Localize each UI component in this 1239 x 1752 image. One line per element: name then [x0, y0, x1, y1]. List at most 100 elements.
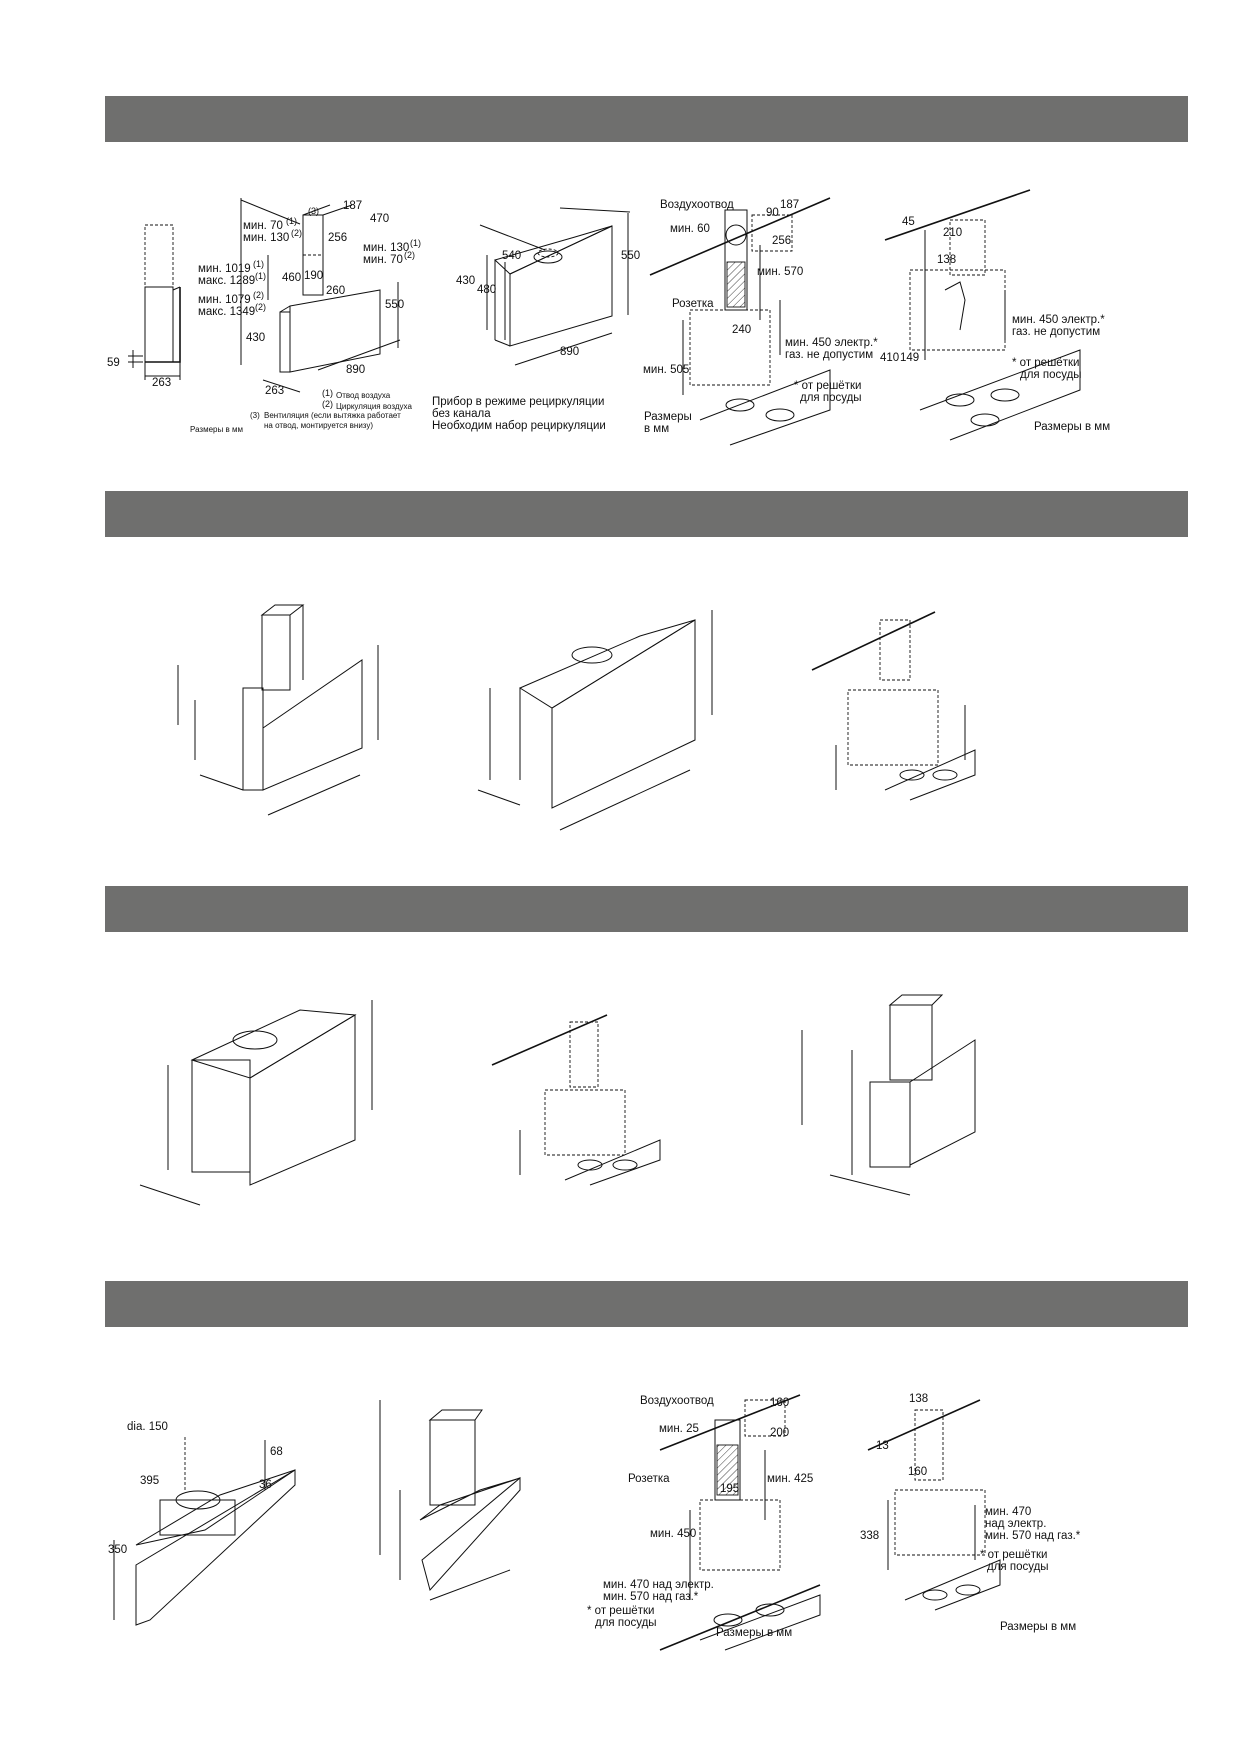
sup-1c: (1)	[255, 271, 266, 281]
dim-160: 160	[770, 1397, 789, 1409]
sup-1a: (1)	[286, 216, 297, 226]
bracket-mounting-drawing: 45 210 138 мин. 450 электр.* газ. не доп…	[880, 189, 1110, 441]
dim-min450: мин. 450	[650, 1528, 696, 1540]
row2-recirculation-hood	[477, 610, 713, 831]
dim-138: 138	[909, 1393, 928, 1405]
note-for-dishes: для посуды	[1020, 369, 1082, 381]
dim-256: 256	[772, 235, 791, 247]
dim-190: 190	[304, 270, 323, 282]
dim-430: 430	[246, 332, 265, 344]
dim-min450-a: мин. 450 электр.*	[785, 337, 878, 349]
note-number-3: (3)	[308, 206, 319, 216]
row4-flat-hood-drawing: dia. 150 68 395 36 350	[108, 1421, 296, 1626]
dim-min1079: мин. 1079	[198, 294, 251, 306]
note-from-grid: * от решётки	[980, 1549, 1047, 1561]
dim-min425: мин. 425	[767, 1473, 813, 1485]
label-air-outlet: Воздухоотвод	[640, 1395, 714, 1407]
units-label: Размеры в мм	[716, 1627, 792, 1639]
units-a: Размеры	[644, 411, 692, 423]
units-label: Размеры в мм	[190, 425, 243, 434]
note-air-outlet: Отвод воздуха	[336, 391, 391, 400]
dim-160: 160	[908, 1466, 927, 1478]
dim-min570: мин. 570	[757, 266, 803, 278]
dim-210: 210	[943, 227, 962, 239]
dim-350: 350	[108, 1544, 127, 1556]
section-header-band-4	[105, 1281, 1188, 1327]
dim-dia150: dia. 150	[127, 1421, 168, 1433]
sup-2e: (2)	[322, 399, 333, 409]
dim-59: 59	[107, 357, 120, 369]
dim-68: 68	[270, 1446, 283, 1458]
dim-36: 36	[259, 1479, 272, 1491]
dim-min450-b: газ. не допустим	[785, 349, 873, 361]
recirc-note-3: Необходим набор рециркуляции	[432, 420, 606, 432]
sup-1e: (1)	[322, 388, 333, 398]
label-socket: Розетка	[672, 298, 714, 310]
dim-263: 263	[152, 377, 171, 389]
dim-338: 338	[860, 1530, 879, 1542]
dim-min470: мин. 470	[985, 1506, 1031, 1518]
dim-90: 90	[766, 207, 779, 219]
sup-2c: (2)	[255, 302, 266, 312]
units-b: в мм	[644, 423, 669, 435]
dim-max1289: макс. 1289	[198, 275, 255, 287]
section-header-band-2	[105, 491, 1188, 537]
dim-263b: 263	[265, 385, 284, 397]
dim-45: 45	[902, 216, 915, 228]
row3-bracket-mounting	[491, 1014, 661, 1186]
dim-min450-a: мин. 450 электр.*	[1012, 314, 1105, 326]
chimney-hood-drawing: 187 470 (3) 256 мин. 70 (1) мин. 130 (2)…	[198, 198, 421, 430]
dim-min570: мин. 570 над газ.*	[603, 1591, 699, 1603]
side-profile-drawing: 59 263 Размеры в мм	[107, 224, 243, 434]
row4-chimney-flat-hood	[379, 1400, 521, 1601]
label-socket: Розетка	[628, 1473, 670, 1485]
recirculation-hood-drawing: 540 550 430 480 890 Прибор в режиме реци…	[432, 207, 640, 432]
note-from-grid: * от решётки	[587, 1605, 654, 1617]
units-label: Размеры в мм	[1034, 421, 1110, 433]
row3-recirculation-hood	[139, 1000, 373, 1206]
dim-min505: мин. 505	[643, 364, 689, 376]
sup-2b: (2)	[253, 290, 264, 300]
dim-13: 13	[876, 1440, 889, 1452]
section-header-band-1	[105, 96, 1188, 142]
dim-550: 550	[385, 299, 404, 311]
note-for-dishes: для посуды	[987, 1561, 1049, 1573]
dim-480: 480	[477, 284, 496, 296]
dim-460: 460	[282, 272, 301, 284]
sup-1b: (1)	[253, 259, 264, 269]
row3-chimney-hood	[801, 994, 976, 1196]
note-for-dishes: для посуды	[595, 1617, 657, 1629]
dim-min130: мин. 130	[243, 232, 289, 244]
dim-149: 149	[900, 352, 919, 364]
note-for-dishes: для посуды	[800, 392, 862, 404]
dim-min70b: мин. 70	[363, 254, 403, 266]
dim-256: 256	[328, 232, 347, 244]
dim-240: 240	[732, 324, 751, 336]
dim-395: 395	[140, 1475, 159, 1487]
dim-470: 470	[370, 213, 389, 225]
dim-890: 890	[346, 364, 365, 376]
dim-430: 430	[456, 275, 475, 287]
dim-min60: мин. 60	[670, 223, 710, 235]
sup-2a: (2)	[291, 228, 302, 238]
dim-410: 410	[880, 352, 899, 364]
note-from-grid: * от решётки	[794, 380, 861, 392]
dim-540: 540	[502, 250, 521, 262]
dim-138: 138	[937, 254, 956, 266]
dim-890: 890	[560, 346, 579, 358]
dim-187: 187	[780, 199, 799, 211]
wall-installation-drawing: Воздухоотвод 187 90 мин. 60 256 мин. 570…	[643, 197, 878, 446]
label-over-electric: над электр.	[985, 1518, 1046, 1530]
dim-min450-b: газ. не допустим	[1012, 326, 1100, 338]
label-air-outlet: Воздухоотвод	[660, 199, 734, 211]
row4-wall-installation: Воздухоотвод 160 мин. 25 200 Розетка 195…	[587, 1394, 821, 1651]
units-label: Размеры в мм	[1000, 1621, 1076, 1633]
row2-chimney-hood	[177, 604, 379, 816]
dim-max1349: макс. 1349	[198, 306, 255, 318]
dim-min1019: мин. 1019	[198, 263, 251, 275]
dim-195: 195	[720, 1483, 739, 1495]
dim-260: 260	[326, 285, 345, 297]
section-header-band-3	[105, 886, 1188, 932]
dim-min70: мин. 70	[243, 220, 283, 232]
